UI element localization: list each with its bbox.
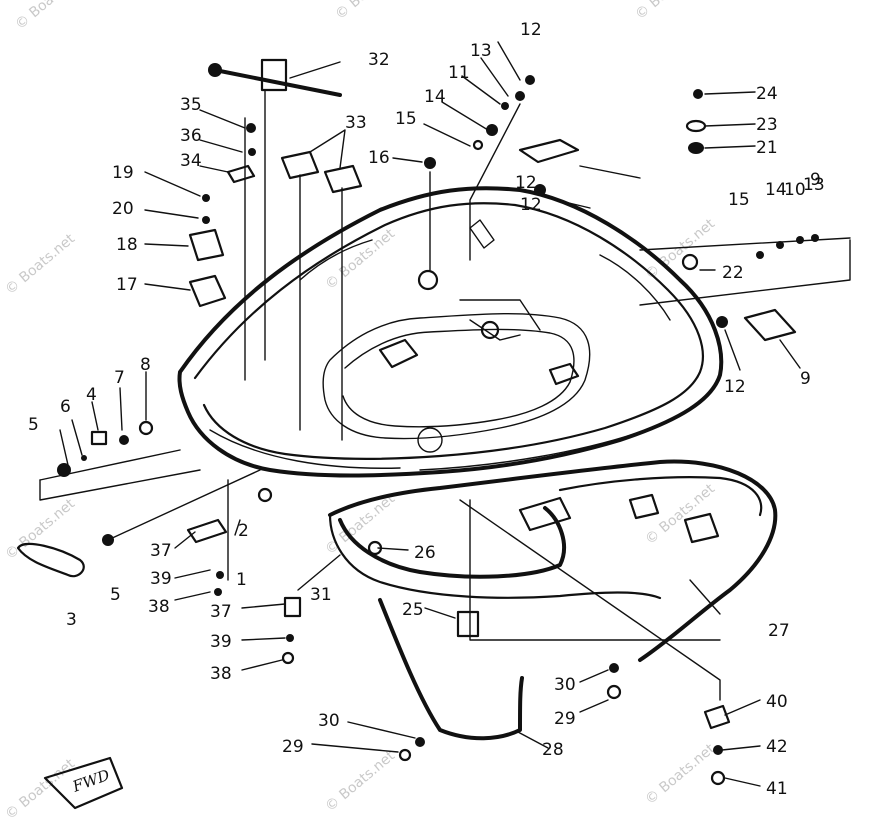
callout-5: 5 — [110, 585, 121, 605]
callout-23: 23 — [756, 115, 778, 135]
callout-10: 10 — [784, 180, 806, 200]
callout-12: 12 — [520, 195, 542, 215]
callout-1: 1 — [236, 570, 247, 590]
callout-39: 39 — [150, 569, 172, 589]
callout-12: 12 — [520, 20, 542, 40]
callout-5: 5 — [28, 415, 39, 435]
callout-29: 29 — [554, 709, 576, 729]
callout-3: 3 — [66, 610, 77, 630]
callout-37: 37 — [210, 602, 232, 622]
callout-12: 12 — [724, 377, 746, 397]
callout-13: 13 — [803, 175, 825, 195]
callout-2: 2 — [238, 521, 249, 541]
callout-15: 15 — [395, 109, 417, 129]
hardware-parts — [16, 58, 819, 786]
callout-18: 18 — [116, 235, 138, 255]
callout-26: 26 — [414, 543, 436, 563]
callout-8: 8 — [140, 355, 151, 375]
callout-42: 42 — [766, 737, 788, 757]
callout-19: 19 — [112, 163, 134, 183]
callout-15: 15 — [728, 190, 750, 210]
leader-lines — [39, 41, 851, 787]
callout-40: 40 — [766, 692, 788, 712]
cowling-apron — [328, 459, 778, 741]
callout-6: 6 — [60, 397, 71, 417]
callout-20: 20 — [112, 199, 134, 219]
callout-22: 22 — [722, 263, 744, 283]
callout-9: 9 — [810, 170, 821, 190]
callout-30: 30 — [554, 675, 576, 695]
callout-16: 16 — [368, 148, 390, 168]
callout-29: 29 — [282, 737, 304, 757]
callout-34: 34 — [180, 151, 202, 171]
callout-27: 27 — [768, 621, 790, 641]
callout-17: 17 — [116, 275, 138, 295]
bottom-cowling-body — [177, 186, 724, 478]
callout-11: 11 — [448, 63, 470, 83]
watermark-text: © Boats.net — [12, 0, 88, 33]
callout-38: 38 — [148, 597, 170, 617]
watermark-text: © Boats.net — [2, 756, 78, 823]
callout-32: 32 — [368, 50, 390, 70]
callout-21: 21 — [756, 138, 778, 158]
callout-33: 33 — [345, 113, 367, 133]
fwd-label: FWD — [69, 766, 112, 796]
callout-39: 39 — [210, 632, 232, 652]
callout-14: 14 — [424, 87, 446, 107]
callout-30: 30 — [318, 711, 340, 731]
watermark-text: © Boats.net — [322, 748, 398, 815]
callout-number-layer: 1234556789910111212121213131414151516171… — [28, 20, 825, 799]
callout-4: 4 — [86, 385, 97, 405]
callout-24: 24 — [756, 84, 778, 104]
callout-35: 35 — [180, 95, 202, 115]
callout-31: 31 — [310, 585, 332, 605]
callout-38: 38 — [210, 664, 232, 684]
watermark-text: © Boats.net — [2, 231, 78, 298]
callout-7: 7 — [114, 368, 125, 388]
callout-14: 14 — [765, 180, 787, 200]
callout-28: 28 — [542, 740, 564, 760]
callout-13: 13 — [470, 41, 492, 61]
callout-37: 37 — [150, 541, 172, 561]
callout-41: 41 — [766, 779, 788, 799]
watermark-text: © Boats.net — [642, 741, 718, 808]
callout-9: 9 — [800, 369, 811, 389]
watermark-text: © Boats.net — [632, 0, 708, 23]
callout-12: 12 — [515, 173, 537, 193]
callout-25: 25 — [402, 600, 424, 620]
callout-36: 36 — [180, 126, 202, 146]
watermark-text: © Boats.net — [332, 0, 408, 23]
